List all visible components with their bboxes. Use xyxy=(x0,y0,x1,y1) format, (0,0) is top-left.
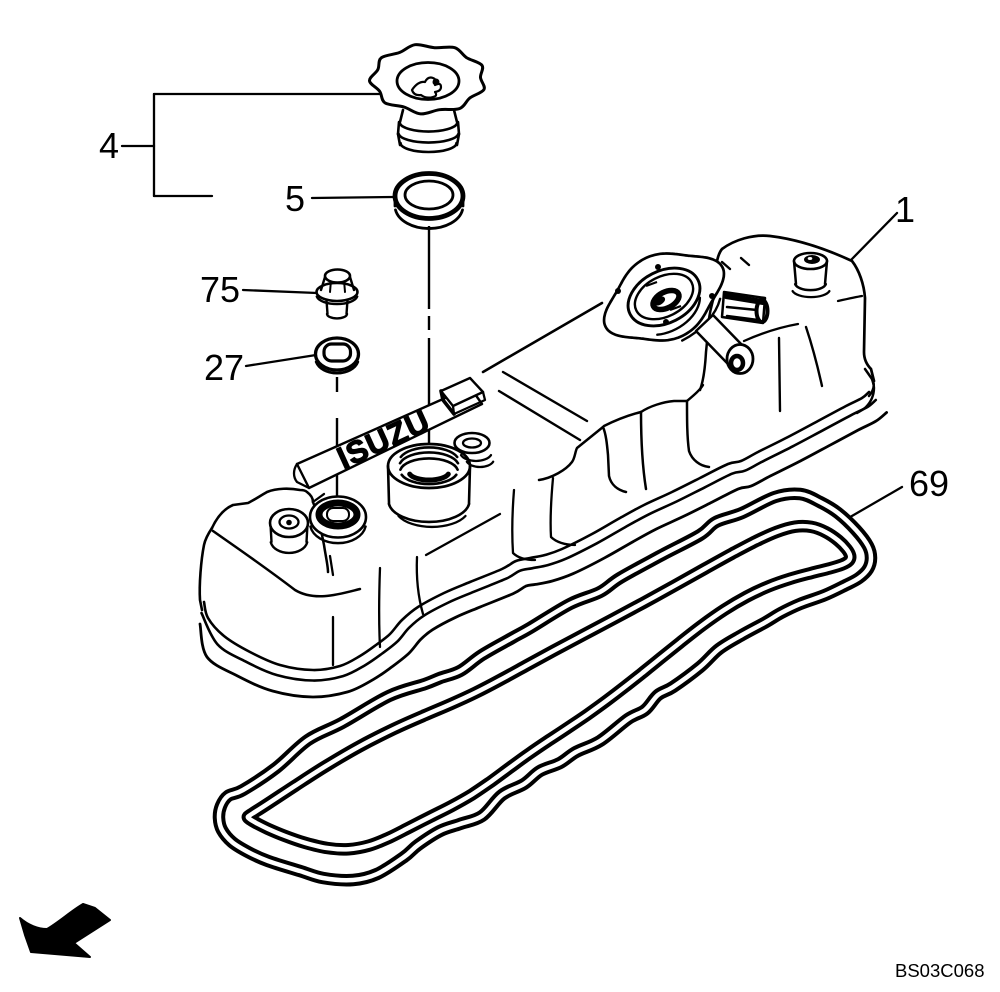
svg-text:5: 5 xyxy=(285,178,305,219)
svg-text:BS03C068: BS03C068 xyxy=(895,960,984,981)
svg-text:1: 1 xyxy=(895,189,915,230)
svg-text:69: 69 xyxy=(909,463,949,504)
svg-text:75: 75 xyxy=(200,269,240,310)
svg-text:27: 27 xyxy=(204,347,244,388)
svg-text:4: 4 xyxy=(99,125,119,166)
